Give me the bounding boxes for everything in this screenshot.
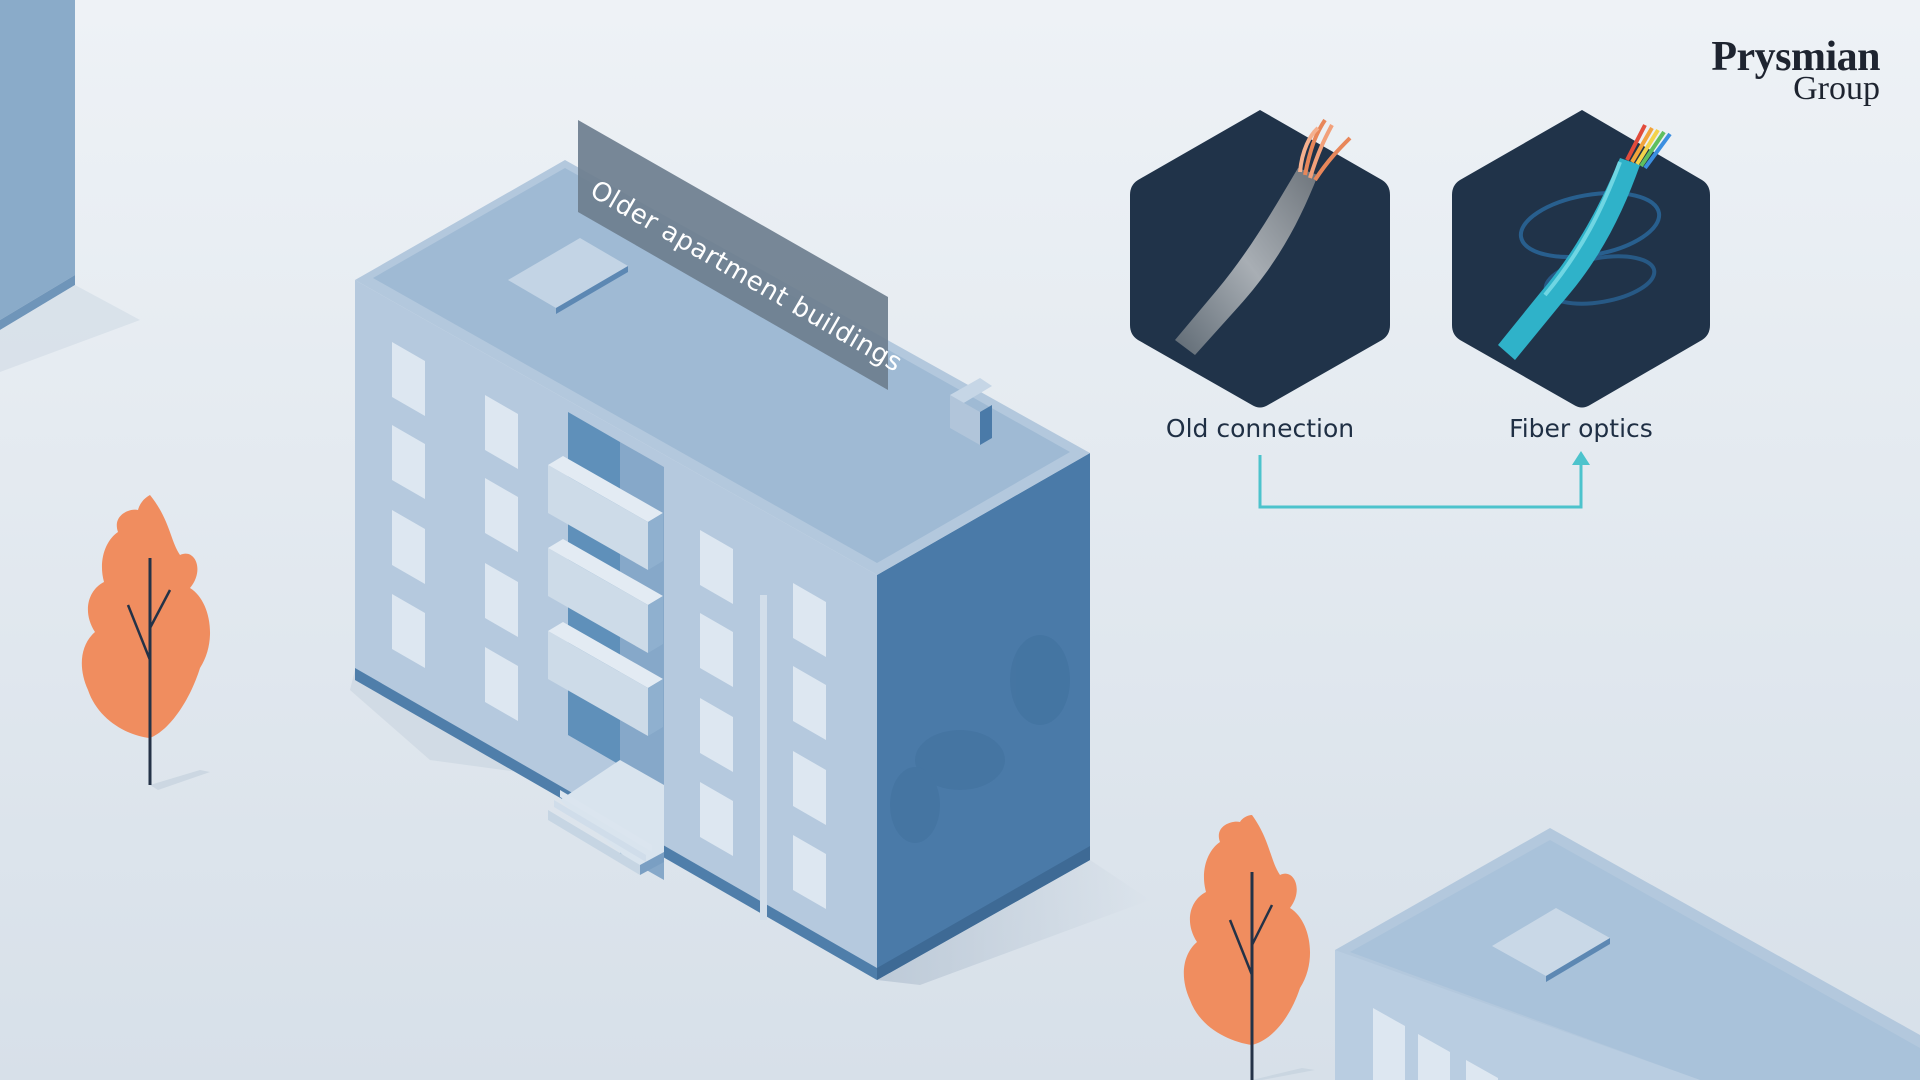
tree-right [1183,815,1315,1080]
building-right-wall [877,453,1090,980]
entrance-steps [548,760,664,875]
brand-name: Prysmian [1711,34,1880,80]
fiber-optic-cable-icon [1498,124,1672,360]
edge-building-left [0,0,140,372]
building-shadow [877,860,1150,985]
old-connection-label: Old connection [1165,414,1355,443]
building-sign [578,120,888,390]
roof-hatch [508,238,628,308]
window-grid [392,342,826,909]
balcony [548,456,663,570]
brand-logo: Prysmian Group [1690,34,1880,107]
old-connection-hexagon [1130,110,1390,408]
fiber-optics-hexagon [1452,110,1710,408]
fiber-optics-label: Fiber optics [1509,414,1653,443]
tree-left [81,495,211,790]
main-building [350,120,1150,985]
brand-suffix: Group [1793,70,1880,107]
copper-cable-icon [1175,118,1352,355]
arrow-connector [1258,451,1590,509]
balcony [548,539,663,653]
building-bottom-right [1335,828,1920,1080]
balcony [548,622,663,736]
